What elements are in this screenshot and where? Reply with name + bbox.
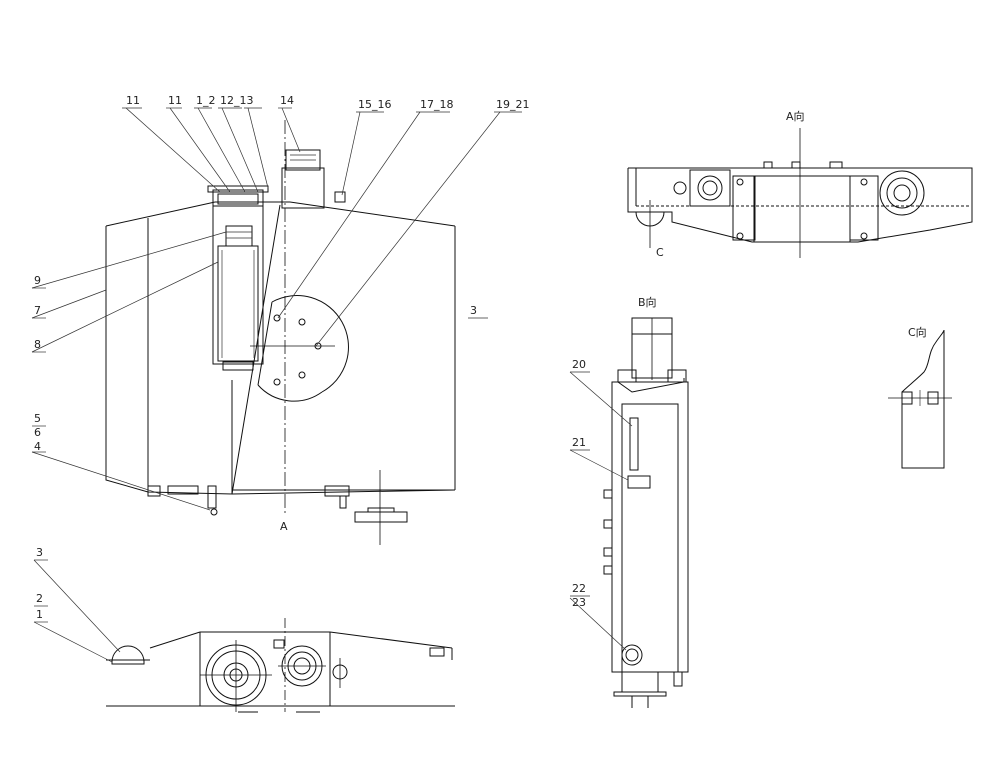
- label-2: 2: [36, 592, 43, 605]
- section-a-mark: A: [280, 520, 288, 533]
- leader-lines-main: [31, 107, 522, 511]
- c-view-title: C向: [908, 325, 927, 339]
- label-3: 3: [36, 546, 43, 559]
- label-9: 9: [34, 274, 41, 287]
- label-11a: 11: [126, 94, 140, 107]
- b-view: B向: [603, 295, 689, 708]
- part-labels-b: 20 21 22 23: [572, 358, 586, 609]
- label-19-21: 19_21: [496, 98, 530, 111]
- label-15-16: 15_16: [358, 98, 392, 111]
- label-6: 6: [34, 426, 41, 439]
- b-view-title: B向: [638, 295, 657, 309]
- a-view-title: A向: [786, 109, 805, 123]
- plan-view: [106, 618, 455, 713]
- label-22: 22: [572, 582, 586, 595]
- label-8: 8: [34, 338, 41, 351]
- label-23: 23: [572, 596, 586, 609]
- label-12-13: 12_13: [220, 94, 254, 107]
- label-1-2: 1_2: [196, 94, 216, 107]
- label-21: 21: [572, 436, 586, 449]
- c-view: C向: [888, 325, 952, 469]
- label-5: 5: [34, 412, 41, 425]
- label-20: 20: [572, 358, 586, 371]
- main-front-view: [105, 120, 456, 545]
- label-3-side: 3: [470, 304, 477, 317]
- a-view: A向 C: [627, 109, 973, 259]
- c-mark: C: [656, 246, 664, 259]
- label-17-18: 17_18: [420, 98, 454, 111]
- label-7: 7: [34, 304, 41, 317]
- leader-lines-b: [569, 371, 633, 651]
- part-labels-main: 11 11 1_2 12_13 14 15_16 17_18 19_21 9 7…: [34, 94, 530, 533]
- part-labels-plan: 3 2 1: [36, 546, 43, 621]
- label-1: 1: [36, 608, 43, 621]
- label-11b: 11: [168, 94, 182, 107]
- label-14: 14: [280, 94, 294, 107]
- label-4: 4: [34, 440, 41, 453]
- leader-lines-plan: [33, 559, 121, 663]
